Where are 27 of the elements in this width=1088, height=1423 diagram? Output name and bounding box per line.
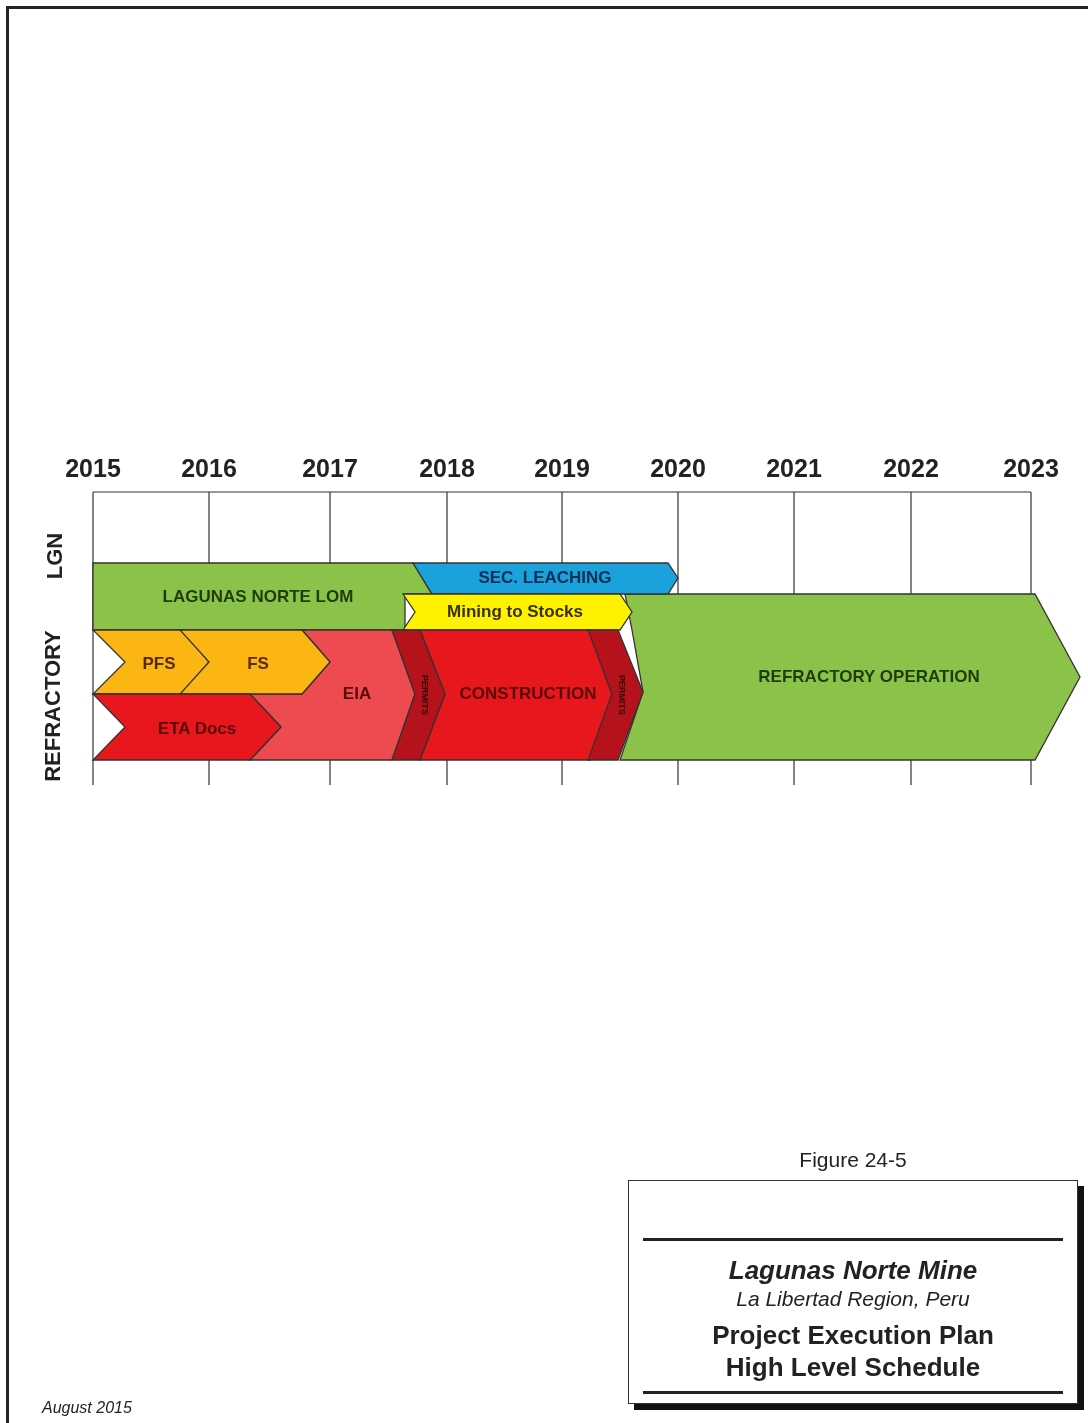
bar-label: Mining to Stocks <box>447 602 583 622</box>
year-label: 2017 <box>302 453 358 483</box>
bar-label: ETA Docs <box>157 719 237 739</box>
bar-label: LAGUNAS NORTE LOM <box>162 587 354 607</box>
bar-label: EIA <box>342 684 372 704</box>
year-label: 2016 <box>181 453 237 483</box>
year-label: 2015 <box>65 453 121 483</box>
year-label: 2020 <box>650 453 706 483</box>
figure-title: Project Execution Plan High Level Schedule <box>711 1319 995 1383</box>
row-label: REFRACTORY <box>40 630 66 782</box>
bar-label: PERMITS <box>617 675 627 715</box>
project-name: Lagunas Norte Mine <box>728 1254 978 1286</box>
location-text: La Libertad Region, Peru <box>736 1287 970 1311</box>
date-note: August 2015 <box>42 1399 132 1417</box>
bar-label: PFS <box>142 654 176 674</box>
row-label: LGN <box>42 532 68 580</box>
year-label: 2019 <box>534 453 590 483</box>
bar-label: PERMITS <box>420 675 430 715</box>
year-label: 2022 <box>883 453 939 483</box>
year-label: 2021 <box>766 453 822 483</box>
bar-label: CONSTRUCTION <box>459 684 597 704</box>
bar-label: FS <box>247 654 269 674</box>
bar-label: REFRACTORY OPERATION <box>758 667 980 687</box>
year-label: 2023 <box>1003 453 1059 483</box>
bar-label: SEC. LEACHING <box>478 568 612 588</box>
figure-caption: Figure 24-5 <box>799 1148 907 1172</box>
year-label: 2018 <box>419 453 475 483</box>
